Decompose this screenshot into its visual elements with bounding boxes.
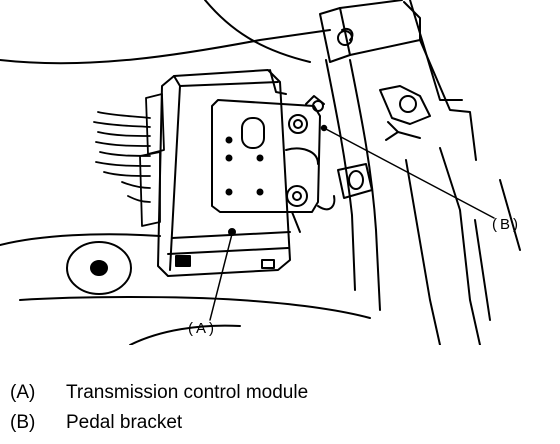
mounting-plate [211,95,336,233]
legend-key-a: (A) [10,382,36,403]
legend-key-b: (B) [10,412,36,433]
legend-text-b: Pedal bracket [66,412,183,433]
body-panel [0,0,371,345]
callout-a: (A) [188,320,217,337]
pedal-bracket [319,0,521,345]
legend-item-b: (B) Pedal bracket [10,412,182,434]
wiring-harness [93,93,165,227]
legend-text-a: Transmission control module [66,382,309,403]
transmission-control-module [157,69,291,277]
callout-b: (B) [492,216,521,233]
legend-item-a: (A) Transmission control module [10,382,308,404]
panel-hole [66,241,132,295]
leader-lines [209,124,495,321]
module-installation-illustration [0,0,521,345]
